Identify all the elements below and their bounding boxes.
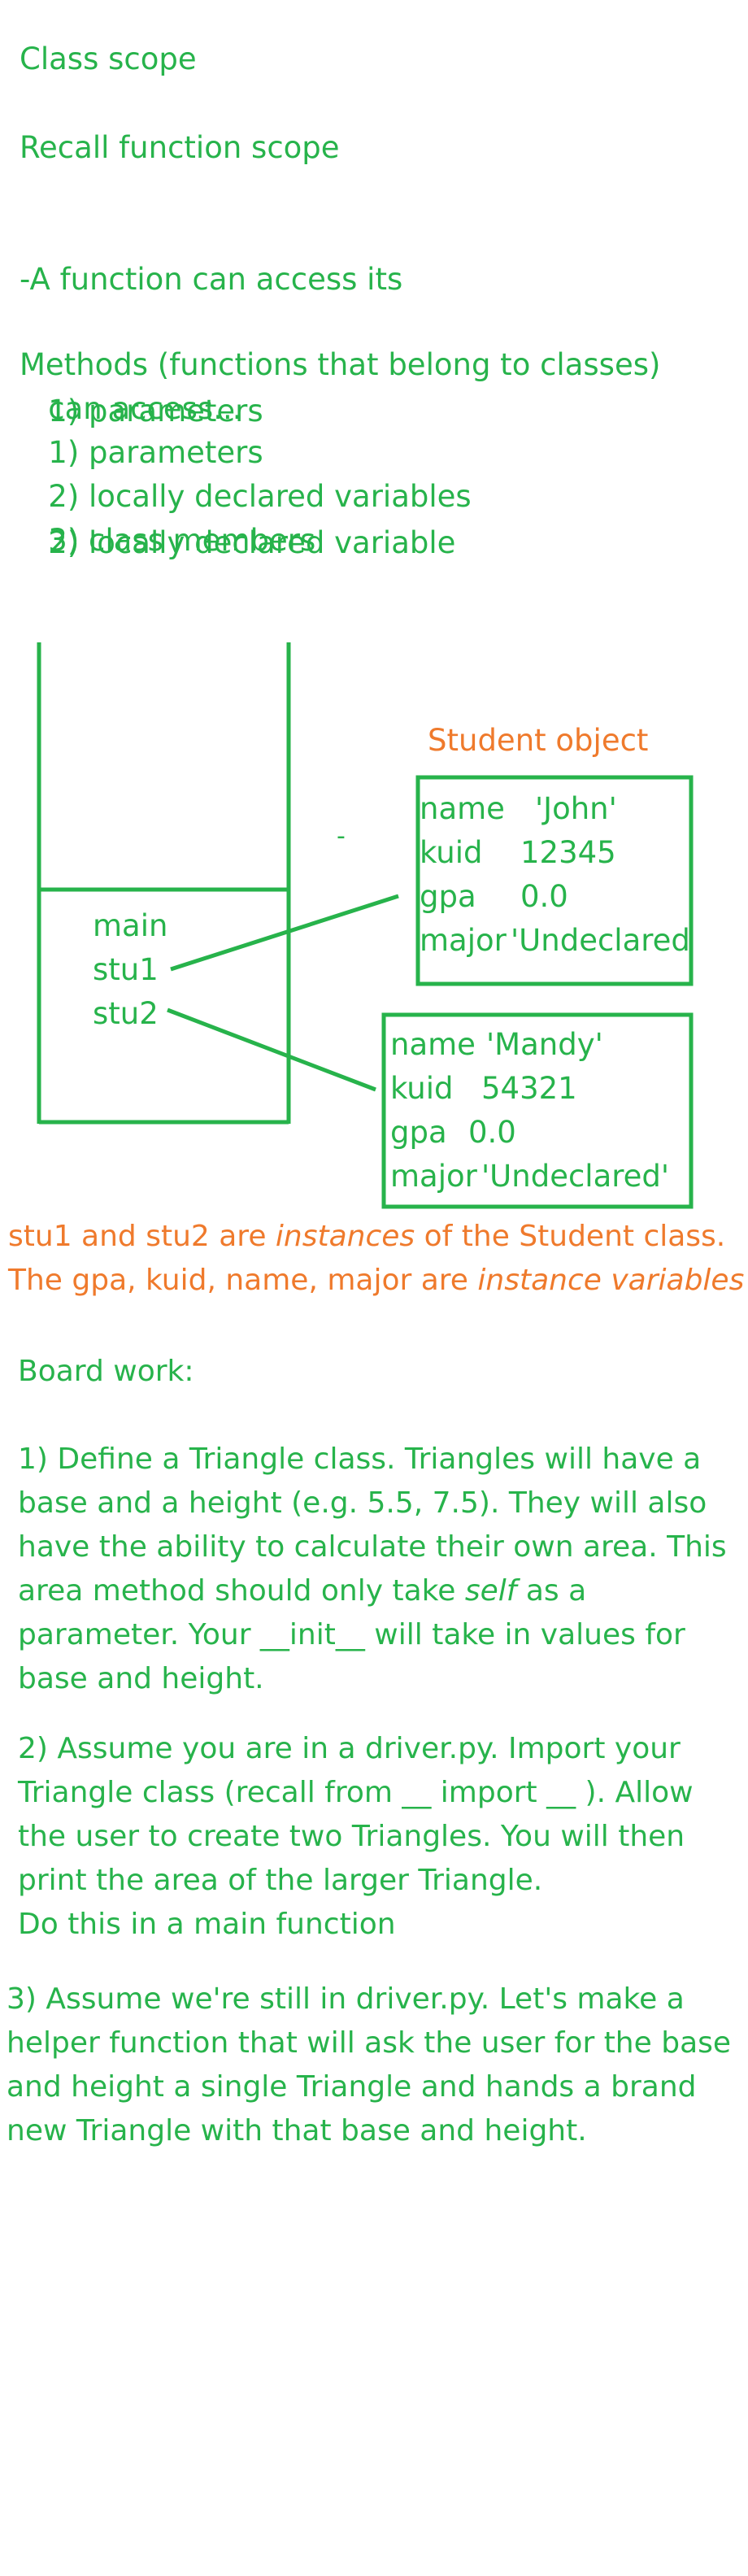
field-name: name xyxy=(420,791,505,826)
task3-line: 3) Assume we're still in driver.py. Let'… xyxy=(7,1982,685,2016)
task-1: 1) Define a Triangle class. Triangles wi… xyxy=(18,1438,727,1701)
recall-list: -A function can access its 1) parameters… xyxy=(20,170,455,609)
recall-line: 2) locally declared variable xyxy=(20,525,456,560)
object2-row: gpa 0.0 xyxy=(390,1111,669,1155)
field-value: 0.0 xyxy=(468,1115,516,1150)
stu1-reference-line xyxy=(170,894,399,972)
task1-line: 1) Define a Triangle class. Triangles wi… xyxy=(18,1442,702,1476)
recall-title: Recall function scope xyxy=(20,130,340,165)
task2-line: print the area of the larger Triangle. xyxy=(18,1864,543,1897)
methods-line: 2) locally declared variables xyxy=(20,479,472,514)
object1-row: gpa 0.0 xyxy=(420,875,690,919)
task-emphasis: self xyxy=(464,1574,517,1608)
object-title: Student object xyxy=(428,723,649,758)
student-object-box-2 xyxy=(381,1012,694,1209)
methods-line: 1) parameters xyxy=(20,435,263,470)
memory-diagram xyxy=(37,642,694,1209)
field-value: 'Undeclared' xyxy=(481,1159,670,1194)
object1-row: major'Undeclared xyxy=(420,919,690,963)
field-name: gpa xyxy=(390,1115,447,1150)
frame-label-stu1: stu1 xyxy=(93,952,159,987)
object2-row: major'Undeclared' xyxy=(390,1155,669,1199)
field-name: gpa xyxy=(420,879,476,914)
field-value: 'Mandy' xyxy=(486,1027,603,1062)
object2-fields: name 'Mandy' kuid 54321 gpa 0.0 major'Undec… xyxy=(390,1023,669,1199)
field-name: name xyxy=(390,1027,476,1062)
object1-row: kuid 12345 xyxy=(420,831,690,875)
stray-mark: - xyxy=(337,822,346,851)
frame-label-main: main xyxy=(93,908,168,943)
task-2: 2) Assume you are in a driver.py. Import… xyxy=(18,1727,694,1947)
task2-line: Triangle class (recall from __ import __… xyxy=(18,1776,694,1809)
recall-line: -A function can access its xyxy=(20,262,403,297)
task2-line: the user to create two Triangles. You wi… xyxy=(18,1820,685,1853)
note-text: of the Student class. xyxy=(415,1220,726,1253)
task1-line: have the ability to calculate their own … xyxy=(18,1530,727,1564)
task2-line: Do this in a main function xyxy=(18,1908,396,1941)
frame-label-stu2: stu2 xyxy=(93,996,159,1031)
task1-line: parameter. Your __init__ will take in va… xyxy=(18,1618,685,1651)
object1-row: name 'John' xyxy=(420,787,690,831)
task-text: as a xyxy=(516,1574,587,1608)
instances-note: stu1 and stu2 are instances of the Stude… xyxy=(8,1215,744,1303)
note-text: stu1 and stu2 are xyxy=(8,1220,276,1253)
object2-row: kuid 54321 xyxy=(390,1067,669,1111)
task-3: 3) Assume we're still in driver.py. Let'… xyxy=(7,1978,731,2153)
recall-line: 1) parameters xyxy=(20,394,263,429)
board-work-title: Board work: xyxy=(18,1355,194,1388)
stu2-reference-line xyxy=(167,1007,376,1092)
field-name: kuid xyxy=(390,1071,454,1106)
object1-fields: name 'John' kuid 12345 gpa 0.0 major'Undecl… xyxy=(420,787,690,963)
page-title: Class scope xyxy=(20,41,197,76)
student-object-box-1 xyxy=(415,775,694,986)
task1-line: base and height. xyxy=(18,1662,264,1695)
task1-line: base and a height (e.g. 5.5, 7.5). They … xyxy=(18,1486,707,1520)
instances-line-2: The gpa, kuid, name, major are instance … xyxy=(8,1259,744,1303)
note-emphasis: instance variables xyxy=(477,1264,745,1297)
task2-line: 2) Assume you are in a driver.py. Import… xyxy=(18,1732,681,1765)
task1-line: area method should only take self as a xyxy=(18,1569,727,1613)
field-value: 0.0 xyxy=(520,879,568,914)
task3-line: and height a single Triangle and hands a… xyxy=(7,2070,697,2104)
note-text: The gpa, kuid, name, major are xyxy=(8,1264,478,1297)
object2-row: name 'Mandy' xyxy=(390,1023,669,1067)
task3-line: new Triangle with that base and height. xyxy=(7,2114,587,2147)
methods-line: 3) class members xyxy=(20,523,316,558)
task3-line: helper function that will ask the user f… xyxy=(7,2026,732,2060)
field-value: 54321 xyxy=(481,1071,577,1106)
methods-line: Methods (functions that belong to classe… xyxy=(20,347,661,382)
methods-list: Methods (functions that belong to classe… xyxy=(20,343,660,563)
methods-line: can access... xyxy=(20,391,242,426)
field-name: major xyxy=(420,923,507,958)
stack-frame-labels: main stu1 stu2 xyxy=(93,904,167,1036)
field-name: major xyxy=(390,1159,477,1194)
note-emphasis: instances xyxy=(275,1220,415,1253)
field-value: 'Undeclared xyxy=(511,923,690,958)
field-name: kuid xyxy=(420,835,483,870)
field-value: 12345 xyxy=(520,835,616,870)
task-text: area method should only take xyxy=(18,1574,465,1608)
instances-line-1: stu1 and stu2 are instances of the Stude… xyxy=(8,1215,744,1259)
field-value: 'John' xyxy=(535,791,617,826)
